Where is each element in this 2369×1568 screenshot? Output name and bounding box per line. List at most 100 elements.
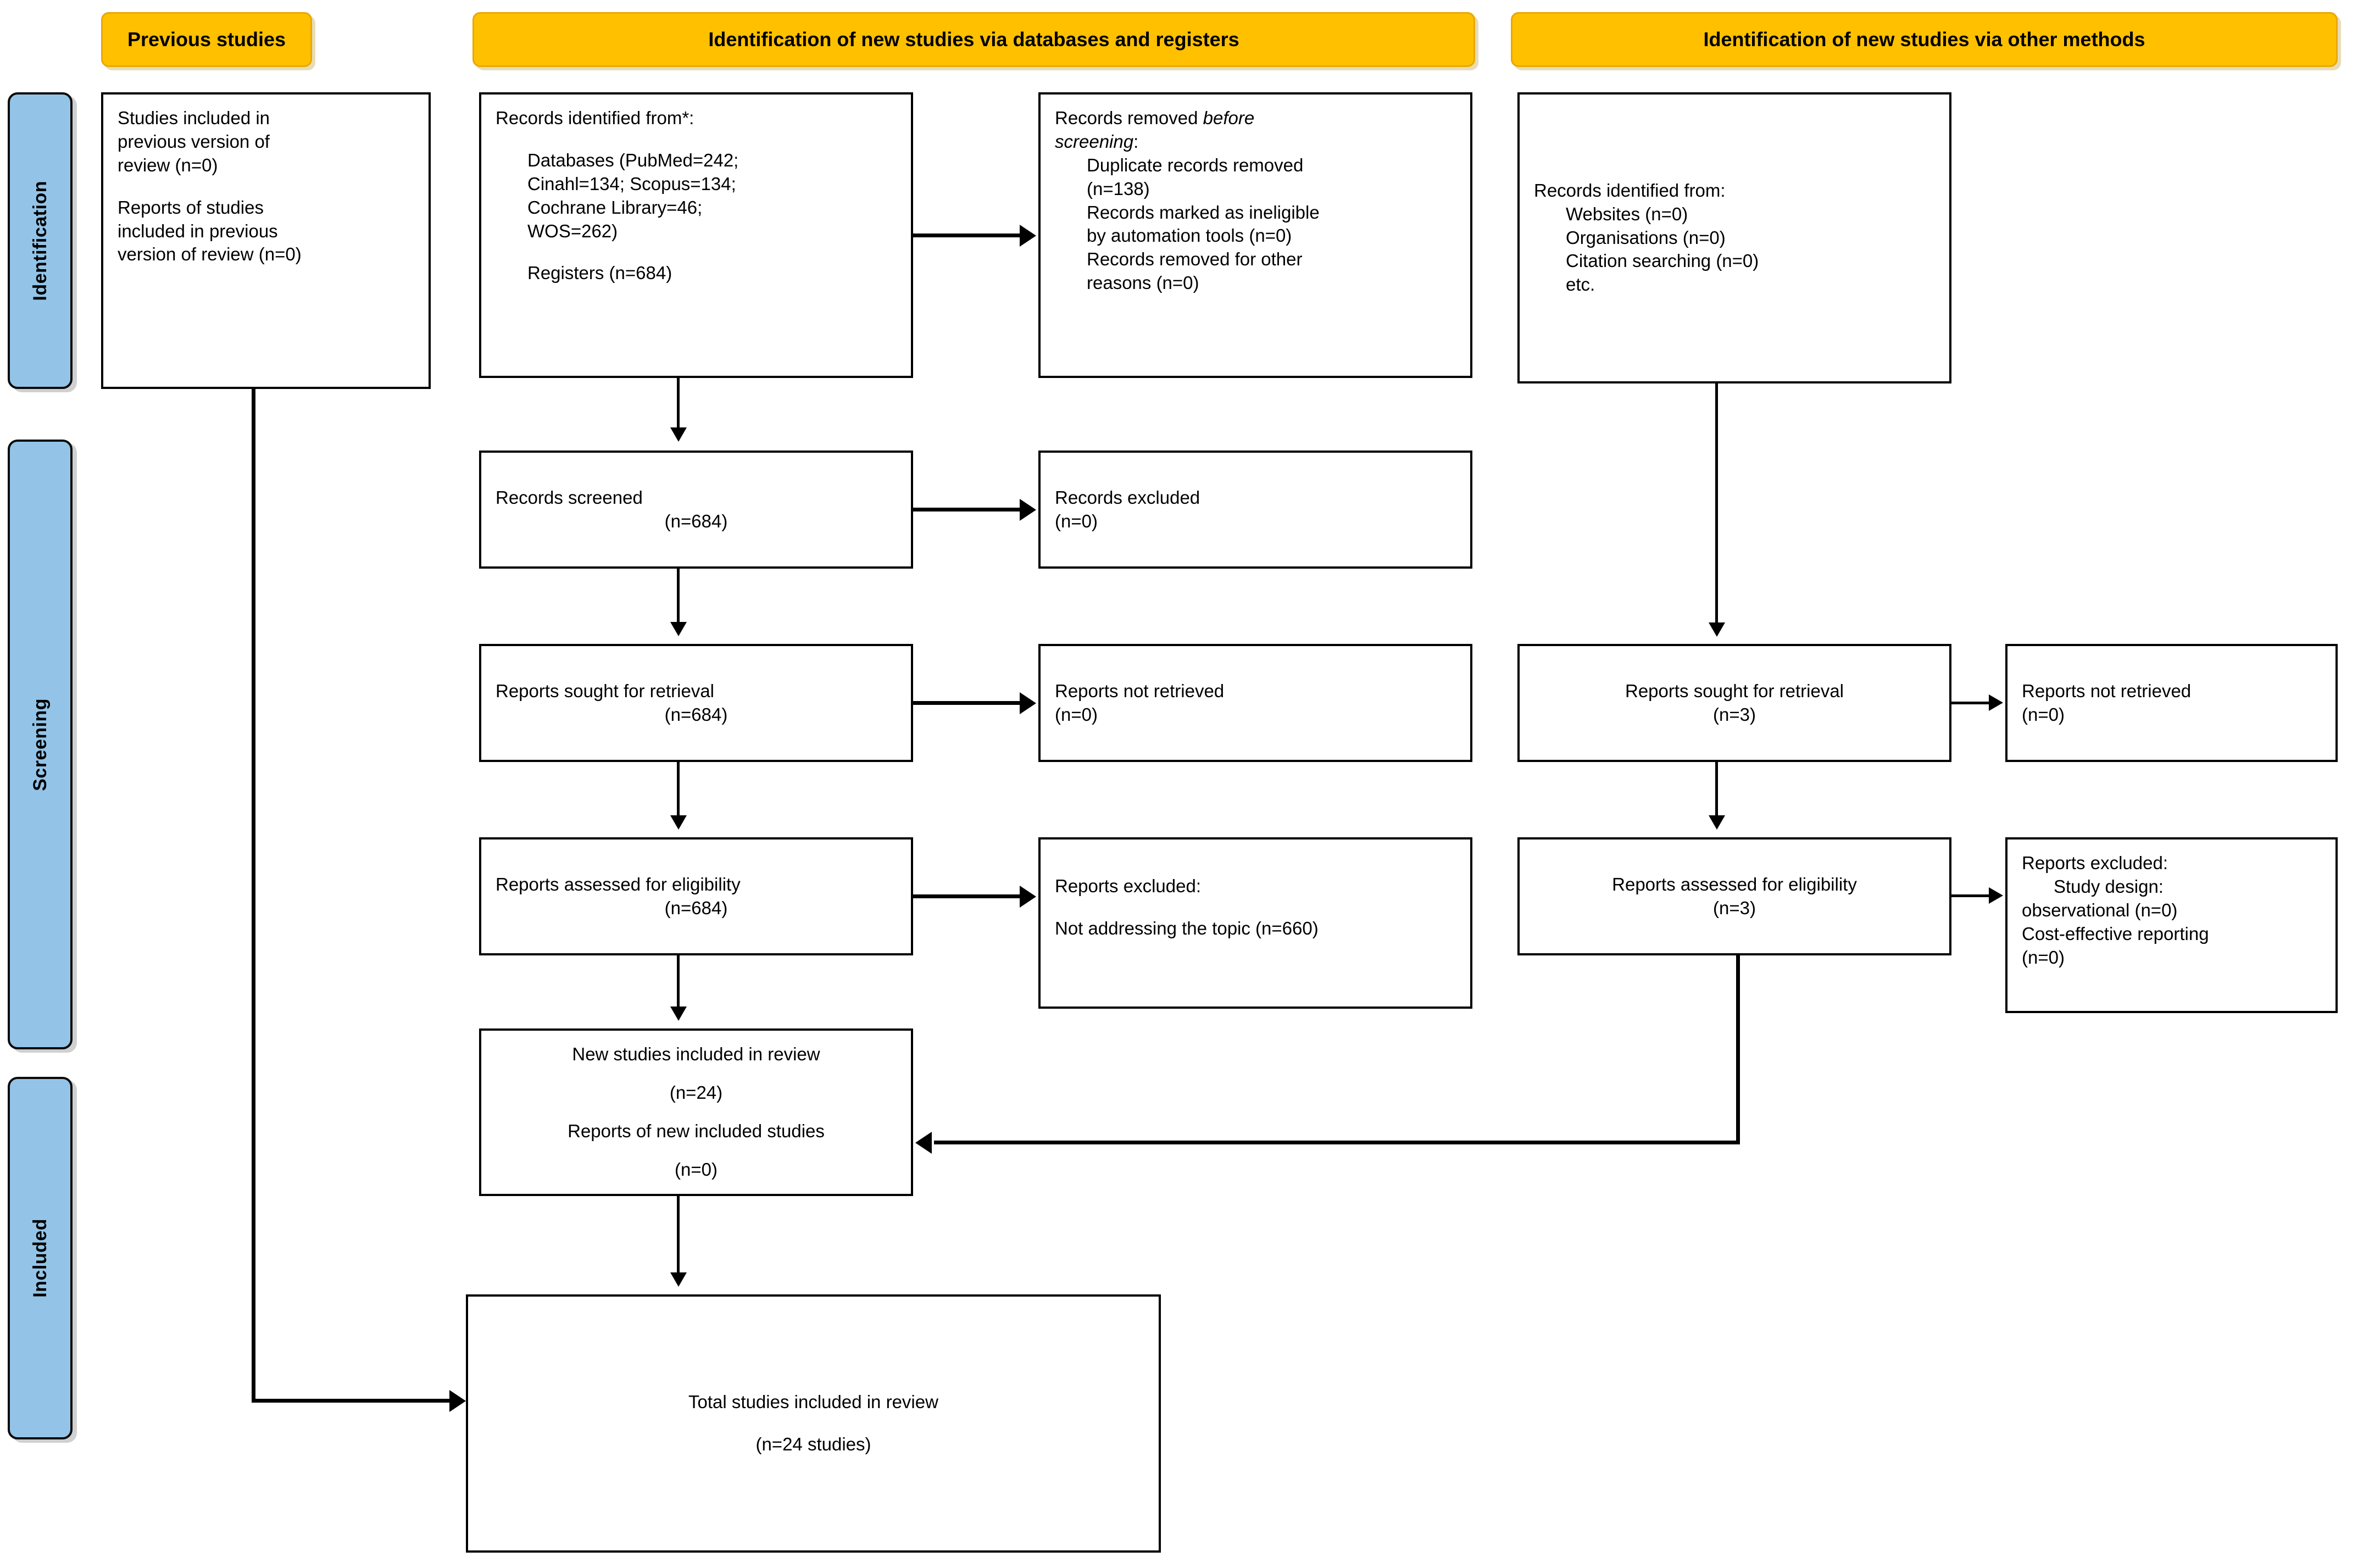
- records-identified-db-3: Cochrane Library=46;: [527, 197, 703, 218]
- arrowhead-assessed-other-to-new-studies: [915, 1132, 932, 1154]
- previous-studies-line-6: version of review (n=0): [118, 244, 302, 265]
- records-identified-heading: Records identified from*:: [496, 108, 694, 128]
- arrowhead-sought-to-assessed-db: [670, 815, 687, 830]
- records-removed-heading: Records removed before: [1055, 107, 1456, 130]
- box-new-studies-included: New studies included in review (n=24) Re…: [479, 1028, 913, 1196]
- arrowhead-assessed-to-excluded-other: [1989, 887, 2003, 904]
- box-records-removed-before-screening: Records removed before screening: Duplic…: [1038, 92, 1472, 378]
- stage-label-screening: Screening: [8, 440, 73, 1049]
- reports-excluded-db-reason-1: Not addressing the topic (n=660): [1055, 918, 1319, 938]
- records-identified-gap-2: [496, 243, 897, 262]
- reports-excluded-db-gap: [1055, 898, 1456, 917]
- reports-excluded-other-reason-1b: observational (n=0): [2022, 899, 2178, 920]
- records-screened-label: Records screened: [496, 487, 643, 508]
- connector-new-studies-to-total: [677, 1196, 680, 1276]
- records-identified-db-4: WOS=262): [527, 220, 618, 241]
- arrowhead-assessed-to-excluded-db: [1020, 886, 1036, 908]
- reports-sought-other-count: (n=3): [1713, 704, 1756, 725]
- connector-identified-to-screened: [677, 378, 680, 430]
- box-reports-assessed-databases: Reports assessed for eligibility (n=684): [479, 837, 913, 955]
- connector-previous-to-total-vertical: [252, 389, 255, 1403]
- box-reports-excluded-databases: Reports excluded: Not addressing the top…: [1038, 837, 1472, 1009]
- reports-excluded-other-reason-1a: Study design:: [2054, 876, 2164, 897]
- records-removed-heading-part-a: Records removed: [1055, 108, 1203, 128]
- phase-header-other-methods-label: Identification of new studies via other …: [1703, 28, 2145, 51]
- connector-sought-to-assessed-db: [677, 762, 680, 818]
- records-identified-db-2: Cinahl=134; Scopus=134;: [527, 173, 736, 194]
- box-reports-sought-other: Reports sought for retrieval (n=3): [1517, 644, 1951, 762]
- stage-label-identification-text: Identification: [29, 180, 51, 301]
- connector-assessed-other-to-new-studies-vertical: [1736, 955, 1740, 1144]
- records-removed-heading-line2: screening:: [1055, 130, 1456, 154]
- new-studies-label-2: Reports of new included studies: [568, 1121, 825, 1142]
- reports-not-retrieved-other-label: Reports not retrieved: [2022, 680, 2192, 701]
- phase-header-previous-studies: Previous studies: [101, 12, 312, 67]
- records-removed-item-3b: reasons (n=0): [1087, 273, 1199, 293]
- phase-header-databases-registers: Identification of new studies via databa…: [472, 12, 1475, 67]
- box-reports-not-retrieved-other: Reports not retrieved (n=0): [2005, 644, 2338, 762]
- records-excluded-label: Records excluded: [1055, 487, 1200, 508]
- records-removed-item-2b: by automation tools (n=0): [1087, 225, 1292, 246]
- records-identified-gap-1: [496, 130, 897, 149]
- box-reports-assessed-other: Reports assessed for eligibility (n=3): [1517, 837, 1951, 955]
- records-removed-heading-part-b: before: [1203, 108, 1255, 128]
- arrowhead-identified-to-removed: [1020, 225, 1036, 247]
- records-removed-heading-part-d: :: [1133, 131, 1139, 152]
- arrowhead-screened-to-sought: [670, 622, 687, 636]
- arrowhead-sought-to-not-retrieved-other: [1989, 694, 2003, 711]
- reports-sought-other-label: Reports sought for retrieval: [1625, 680, 1844, 701]
- records-identified-other-item-1: Websites (n=0): [1566, 203, 1688, 224]
- arrowhead-sought-to-assessed-other: [1709, 815, 1725, 830]
- connector-assessed-to-excluded-other: [1951, 894, 1991, 897]
- connector-assessed-to-excluded-db: [913, 894, 1022, 898]
- arrowhead-new-studies-to-total: [670, 1272, 687, 1287]
- reports-not-retrieved-other-count: (n=0): [2022, 704, 2065, 725]
- connector-previous-to-total-horizontal: [252, 1399, 459, 1403]
- stage-label-included-text: Included: [29, 1219, 51, 1298]
- phase-header-other-methods: Identification of new studies via other …: [1511, 12, 2338, 67]
- previous-studies-gap: [118, 177, 414, 196]
- reports-sought-db-count: (n=684): [664, 704, 728, 725]
- box-reports-excluded-other: Reports excluded: Study design: observat…: [2005, 837, 2338, 1013]
- previous-studies-line-4: Reports of studies: [118, 197, 264, 218]
- new-studies-label-1: New studies included in review: [572, 1044, 820, 1064]
- reports-excluded-other-reason-2a: Cost-effective reporting: [2022, 923, 2209, 944]
- total-included-label: Total studies included in review: [688, 1392, 938, 1413]
- box-reports-sought-databases: Reports sought for retrieval (n=684): [479, 644, 913, 762]
- records-screened-count: (n=684): [664, 510, 728, 531]
- new-studies-count-1: (n=24): [669, 1082, 723, 1103]
- reports-not-retrieved-db-count: (n=0): [1055, 704, 1098, 725]
- records-removed-heading-part-c: screening: [1055, 131, 1134, 152]
- reports-sought-db-label: Reports sought for retrieval: [496, 680, 715, 701]
- records-identified-registers: Registers (n=684): [527, 263, 672, 283]
- box-reports-not-retrieved-databases: Reports not retrieved (n=0): [1038, 644, 1472, 762]
- reports-excluded-db-heading: Reports excluded:: [1055, 876, 1201, 896]
- records-removed-item-2a: Records marked as ineligible: [1087, 202, 1320, 223]
- reports-excluded-other-heading: Reports excluded:: [2022, 853, 2168, 873]
- arrowhead-assessed-to-new-studies: [670, 1007, 687, 1021]
- records-removed-item-1b: (n=138): [1087, 178, 1150, 199]
- new-studies-count-2: (n=0): [675, 1159, 718, 1180]
- connector-identified-other-to-sought: [1715, 383, 1718, 625]
- arrowhead-screened-to-excluded: [1020, 499, 1036, 521]
- previous-studies-line-1: Studies included in: [118, 108, 270, 128]
- connector-sought-to-assessed-other: [1715, 762, 1718, 818]
- connector-identified-to-removed: [913, 233, 1022, 237]
- phase-header-databases-registers-label: Identification of new studies via databa…: [708, 28, 1239, 51]
- previous-studies-line-5: included in previous: [118, 220, 278, 241]
- stage-label-screening-text: Screening: [29, 698, 51, 791]
- arrowhead-previous-to-total: [449, 1390, 466, 1412]
- box-previous-studies: Studies included in previous version of …: [101, 92, 431, 389]
- previous-studies-line-3: review (n=0): [118, 154, 218, 175]
- reports-assessed-db-label: Reports assessed for eligibility: [496, 874, 741, 894]
- reports-not-retrieved-db-label: Reports not retrieved: [1055, 680, 1225, 701]
- new-studies-gap-2: [496, 1105, 897, 1120]
- records-removed-item-1a: Duplicate records removed: [1087, 154, 1304, 175]
- records-identified-other-item-3: Citation searching (n=0): [1566, 251, 1759, 271]
- arrowhead-sought-to-not-retrieved-db: [1020, 692, 1036, 714]
- stage-label-identification: Identification: [8, 92, 73, 389]
- box-total-studies-included: Total studies included in review (n=24 s…: [466, 1294, 1161, 1553]
- box-records-identified: Records identified from*: Databases (Pub…: [479, 92, 913, 378]
- stage-label-included: Included: [8, 1077, 73, 1439]
